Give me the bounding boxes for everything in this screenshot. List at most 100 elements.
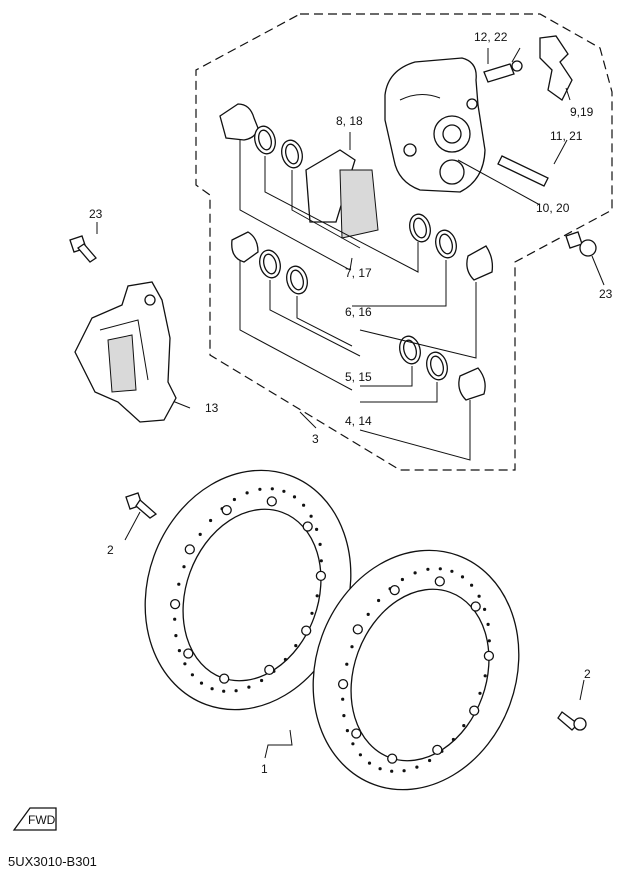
callout-5-15: 5, 15	[345, 370, 372, 384]
callout-1: 1	[261, 762, 268, 776]
leader-lines	[96, 47, 605, 759]
pad-8-18	[305, 149, 379, 239]
drilled-hole	[247, 685, 251, 689]
drilled-hole	[462, 724, 466, 728]
diagram-code: 5UX3010-B301	[8, 854, 97, 869]
drilled-hole	[345, 729, 349, 733]
drilled-hole	[270, 487, 274, 491]
callout-2-right: 2	[584, 667, 591, 681]
drilled-hole	[428, 758, 432, 763]
drilled-hole	[478, 691, 482, 695]
bolt-23-left	[69, 235, 97, 263]
callout-3: 3	[312, 432, 319, 446]
float-button	[266, 496, 277, 507]
disc-right-details	[337, 567, 495, 773]
drilled-hole	[341, 697, 345, 701]
drilled-hole	[302, 503, 306, 507]
drilled-hole	[451, 737, 455, 742]
drilled-hole	[210, 687, 214, 691]
callout-6-16: 6, 16	[345, 305, 372, 319]
drilled-hole	[483, 607, 487, 612]
float-button	[389, 584, 400, 596]
float-button	[470, 601, 481, 612]
drilled-hole	[182, 565, 186, 569]
callout-9-19: 9,19	[570, 105, 594, 119]
drilled-hole	[438, 567, 442, 571]
disc-bolt-2-right	[557, 711, 587, 731]
drilled-hole	[415, 765, 419, 769]
drilled-hole	[232, 497, 236, 502]
drilled-hole	[367, 761, 372, 765]
drilled-hole	[245, 491, 249, 495]
drilled-hole	[400, 577, 404, 582]
seal-6-16-upper	[254, 125, 303, 169]
callout-11-21: 11, 21	[550, 129, 583, 143]
drilled-hole	[426, 567, 430, 571]
drilled-hole	[258, 487, 262, 491]
seals-pistons-lower-right	[399, 335, 486, 401]
float-button	[337, 678, 349, 690]
drilled-hole	[209, 518, 213, 523]
drilled-hole	[177, 649, 181, 653]
caliper-body-right	[384, 57, 486, 193]
drilled-hole	[282, 489, 286, 493]
seals-pistons-upper-right	[409, 213, 494, 281]
drilled-hole	[477, 594, 481, 598]
drilled-hole	[483, 674, 487, 678]
fwd-arrow-icon: FWD	[12, 807, 57, 831]
drilled-hole	[366, 612, 370, 617]
caliper-13-left	[74, 281, 177, 423]
float-button	[432, 744, 443, 756]
drilled-hole	[470, 583, 474, 587]
drilled-hole	[318, 542, 322, 547]
drilled-hole	[351, 742, 355, 746]
drilled-hole	[342, 714, 346, 718]
bolt-23-right	[565, 231, 597, 257]
brake-disc-right	[312, 549, 520, 791]
drilled-hole	[198, 532, 202, 537]
drilled-hole	[315, 594, 319, 598]
drilled-hole	[260, 678, 264, 683]
drilled-hole	[234, 689, 238, 693]
callout-12-22: 12, 22	[474, 30, 508, 44]
float-button	[352, 624, 363, 635]
disc-bolt-2-left	[125, 492, 158, 519]
float-button	[301, 625, 312, 636]
callout-4-14: 4, 14	[345, 414, 372, 428]
drilled-hole	[222, 689, 226, 693]
callout-7-17: 7, 17	[345, 266, 372, 280]
drilled-hole	[283, 657, 287, 662]
drilled-hole	[345, 662, 349, 666]
drilled-hole	[390, 769, 394, 773]
callout-10-20: 10, 20	[536, 201, 570, 215]
disc-left-details	[169, 487, 327, 693]
drilled-hole	[378, 767, 382, 771]
drilled-hole	[310, 611, 314, 615]
drilled-hole	[350, 645, 354, 649]
float-button	[219, 673, 230, 684]
drilled-hole	[174, 634, 178, 638]
drilled-hole	[460, 575, 465, 579]
drilled-hole	[315, 527, 319, 532]
drilled-hole	[450, 569, 454, 573]
drilled-hole	[173, 617, 177, 621]
drilled-hole	[402, 769, 406, 773]
float-button	[221, 504, 232, 516]
callout-23-right: 23	[599, 287, 613, 301]
float-button	[483, 650, 495, 662]
float-button	[315, 570, 327, 582]
drilled-hole	[183, 662, 187, 666]
callout-13: 13	[205, 401, 219, 415]
drilled-hole	[292, 495, 297, 499]
float-button	[351, 728, 362, 739]
brake-disc-left	[144, 469, 352, 711]
float-button	[302, 521, 313, 532]
float-button	[184, 544, 195, 555]
seals-pistons-lower-left	[231, 231, 308, 295]
drilled-hole	[413, 571, 417, 575]
float-button	[183, 648, 194, 659]
fwd-label: FWD	[28, 813, 56, 827]
float-button	[264, 664, 275, 676]
drilled-hole	[486, 622, 490, 627]
